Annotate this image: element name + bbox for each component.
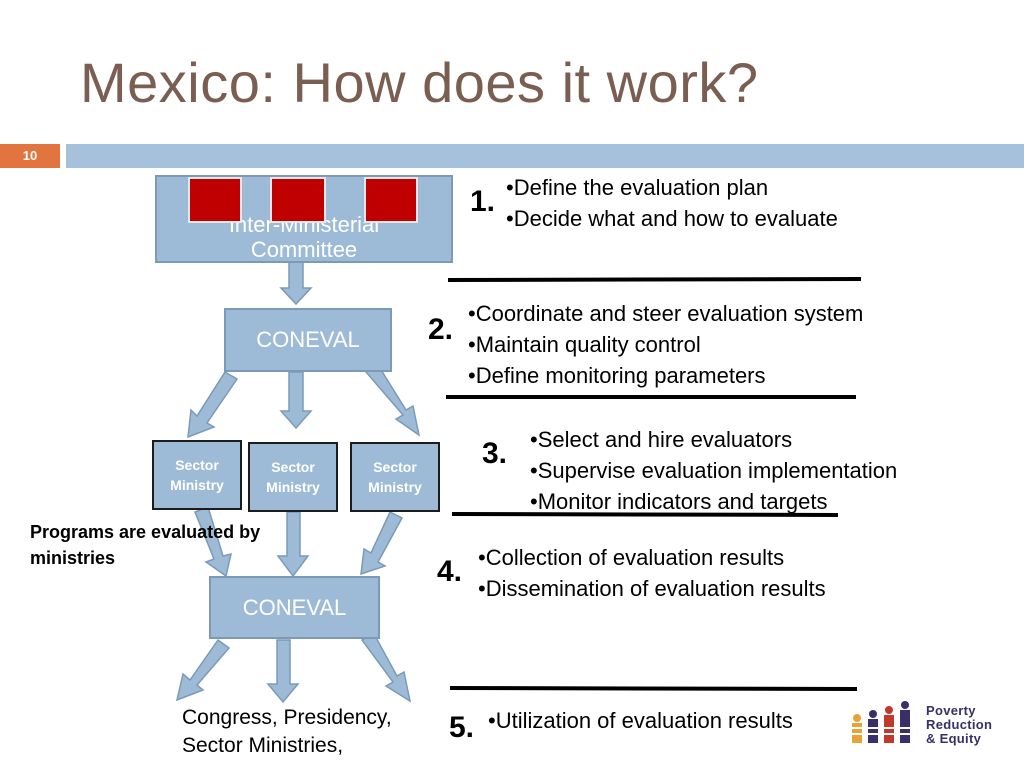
programs-note-line2: ministries bbox=[30, 548, 116, 568]
step-2-bullets: •Coordinate and steer evaluation system … bbox=[468, 298, 863, 391]
step-4-bullets: •Collection of evaluation results •Disse… bbox=[478, 542, 826, 604]
divider-line-1 bbox=[447, 277, 862, 282]
step-1-bullets: •Define the evaluation plan •Decide what… bbox=[506, 172, 838, 234]
committee-label-line2: Committee bbox=[250, 237, 358, 262]
step-1-bullet-2: •Decide what and how to evaluate bbox=[506, 206, 838, 231]
arrow-committee-to-coneval bbox=[279, 261, 313, 306]
sector-ministry-box-2: Sector Ministry bbox=[248, 442, 338, 512]
arrow-coneval-to-recipients-center bbox=[266, 639, 300, 704]
recipients-text: Congress, Presidency, Sector Ministries, bbox=[182, 704, 392, 760]
step-1-bullet-1: •Define the evaluation plan bbox=[506, 175, 769, 200]
step-2-bullet-3: •Define monitoring parameters bbox=[468, 363, 766, 388]
slide-number-badge bbox=[0, 144, 60, 168]
arrow-coneval-to-recipients-right bbox=[360, 633, 412, 703]
slide-number: 10 bbox=[22, 148, 38, 163]
arrow-coneval-to-ministry-left bbox=[187, 370, 239, 439]
step-3-bullets: •Select and hire evaluators •Supervise e… bbox=[530, 424, 897, 517]
step-3-bullet-3: •Monitor indicators and targets bbox=[530, 489, 828, 514]
coneval-top-label: CONEVAL bbox=[256, 327, 360, 352]
step-5-bullets: •Utilization of evaluation results bbox=[488, 705, 793, 736]
poverty-equity-logo-icon bbox=[852, 701, 910, 743]
sector-ministry-3-word1: Sector bbox=[373, 459, 417, 475]
logo-line3: & Equity bbox=[926, 731, 982, 746]
slide-title: Mexico: How does it work? bbox=[80, 51, 759, 114]
recipients-line2: Sector Ministries, bbox=[182, 734, 344, 757]
logo-line2: Reduction bbox=[926, 717, 993, 732]
step-2-bullet-2: •Maintain quality control bbox=[468, 332, 701, 357]
arrow-coneval-to-recipients-left bbox=[175, 638, 231, 702]
sector-ministry-box-3: Sector Ministry bbox=[350, 442, 440, 512]
step-4-bullet-2: •Dissemination of evaluation results bbox=[478, 576, 826, 601]
header-bar bbox=[66, 144, 1024, 168]
step-3-number: 3. bbox=[482, 437, 508, 470]
arrow-ministry-right-to-coneval bbox=[360, 510, 404, 576]
step-2-number: 2. bbox=[428, 313, 454, 346]
sector-ministry-2-word2: Ministry bbox=[266, 479, 320, 495]
arrow-ministry-left-to-coneval bbox=[194, 506, 233, 578]
sector-ministry-box-1: Sector Ministry bbox=[152, 440, 242, 510]
step-5-number: 5. bbox=[449, 711, 475, 744]
logo-text: Poverty Reduction & Equity bbox=[926, 704, 992, 746]
arrow-ministry-center-to-coneval bbox=[276, 511, 310, 578]
divider-line-4 bbox=[449, 686, 858, 691]
step-1-number: 1. bbox=[470, 185, 496, 218]
programs-note-line1: Programs are evaluated by bbox=[30, 522, 261, 542]
coneval-bottom-box: CONEVAL bbox=[209, 576, 380, 639]
programs-note: Programs are evaluated by ministries bbox=[30, 519, 260, 571]
divider-line-3 bbox=[451, 512, 839, 517]
step-4-number: 4. bbox=[437, 555, 463, 588]
sector-ministry-1-word2: Ministry bbox=[170, 477, 224, 493]
logo-line1: Poverty bbox=[926, 703, 976, 718]
step-4-bullet-1: •Collection of evaluation results bbox=[478, 545, 785, 570]
step-3-bullet-2: •Supervise evaluation implementation bbox=[530, 458, 898, 483]
step-2-bullet-1: •Coordinate and steer evaluation system bbox=[468, 301, 864, 326]
step-5-bullet-1: •Utilization of evaluation results bbox=[488, 708, 793, 733]
coneval-top-box: CONEVAL bbox=[224, 308, 392, 372]
red-block-2 bbox=[270, 177, 326, 223]
step-3-bullet-1: •Select and hire evaluators bbox=[530, 427, 793, 452]
red-block-1 bbox=[188, 177, 242, 223]
arrow-coneval-to-ministry-right bbox=[364, 363, 421, 437]
recipients-line1: Congress, Presidency, bbox=[182, 706, 392, 729]
sector-ministry-1-word1: Sector bbox=[175, 457, 219, 473]
sector-ministry-2-word1: Sector bbox=[271, 459, 315, 475]
red-block-3 bbox=[364, 177, 418, 223]
coneval-bottom-label: CONEVAL bbox=[242, 595, 347, 620]
sector-ministry-3-word2: Ministry bbox=[368, 479, 422, 495]
arrow-coneval-to-ministry-center bbox=[279, 371, 313, 430]
